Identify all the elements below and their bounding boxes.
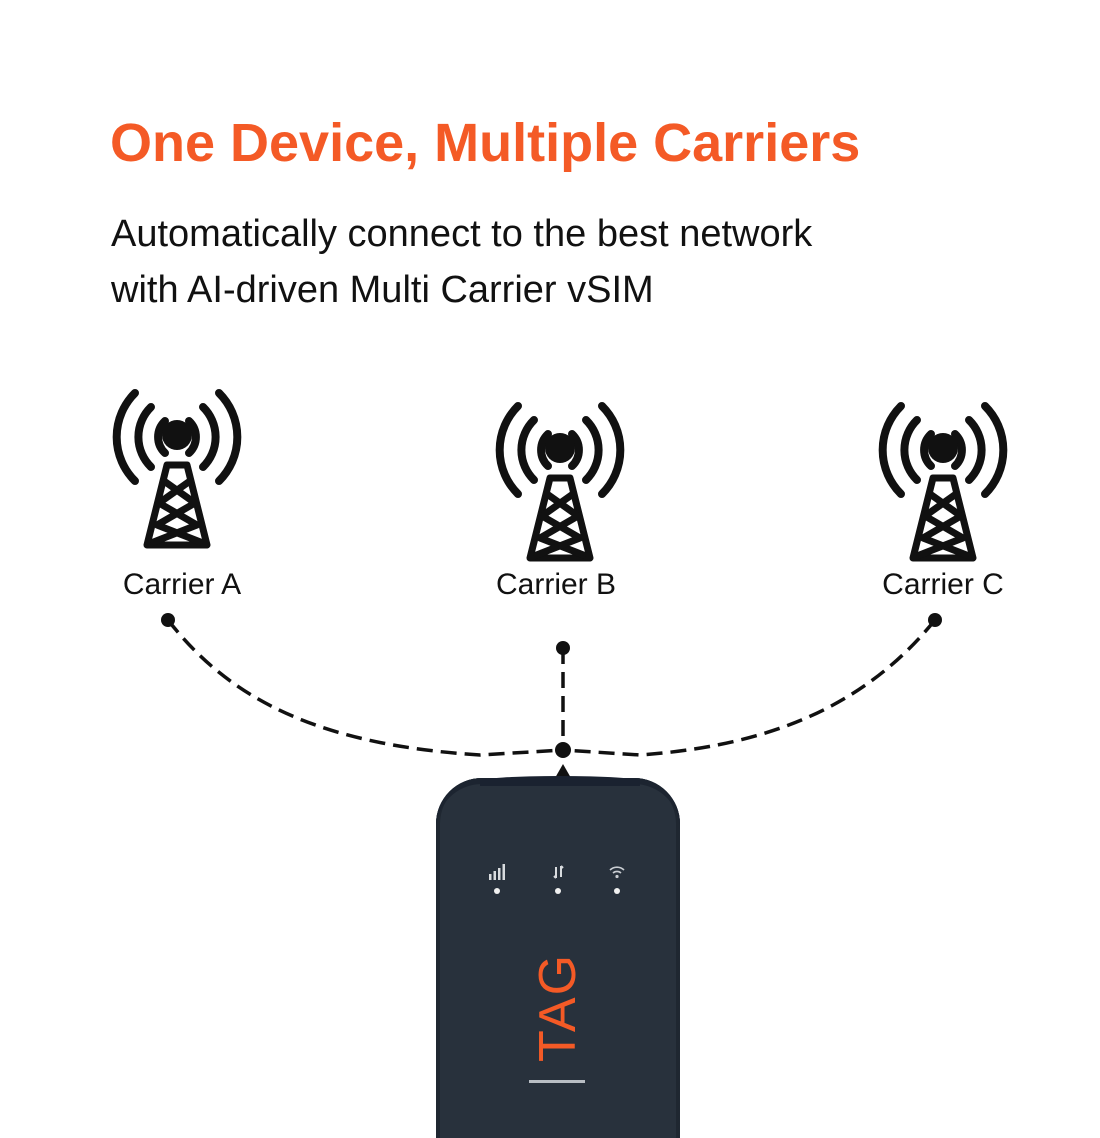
cell-tower-icon [878, 402, 1008, 562]
hub-node [555, 742, 571, 758]
hotspot-device [436, 778, 680, 1138]
data-arrows-icon [553, 865, 564, 879]
signal-bars-icon [489, 864, 505, 880]
device-top-edge [480, 776, 640, 786]
cell-tower-icon [495, 402, 625, 562]
page-title: One Device, Multiple Carriers [110, 113, 861, 173]
carrier-b-label: Carrier B [495, 568, 617, 601]
arrow-up-icon [555, 764, 571, 778]
subtitle: Automatically connect to the best networ… [111, 206, 812, 318]
carrier-b-node [556, 641, 570, 655]
carrier-c-label: Carrier C [882, 568, 1004, 601]
wifi-icon [609, 866, 625, 879]
data-led [555, 888, 561, 894]
subtitle-line-2: with AI-driven Multi Carrier vSIM [111, 269, 654, 311]
carrier-a-node [161, 613, 175, 627]
wifi-led [614, 888, 620, 894]
signal-led [494, 888, 500, 894]
cell-tower-icon [112, 389, 242, 549]
connection-lines [161, 613, 942, 778]
brand-divider [529, 1080, 585, 1083]
carrier-a-label: Carrier A [122, 568, 242, 601]
device-brand-logo: TAG [529, 952, 587, 1062]
carrier-c-node [928, 613, 942, 627]
subtitle-line-1: Automatically connect to the best networ… [111, 213, 813, 255]
